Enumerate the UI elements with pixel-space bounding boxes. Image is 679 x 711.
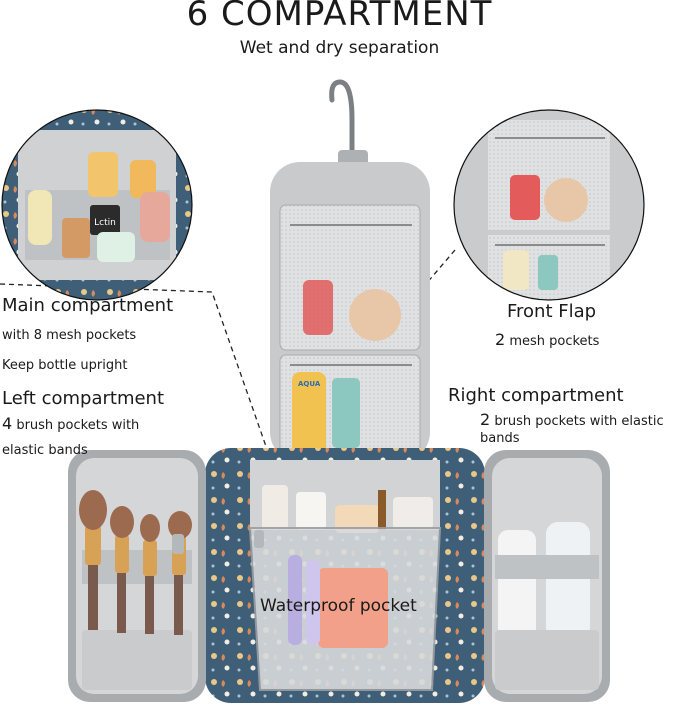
right-compartment-heading: Right compartment: [448, 385, 624, 406]
hanger-hook: [329, 79, 355, 163]
waterproof-pocket-label: Waterproof pocket: [260, 596, 417, 616]
front-flap-detail: 2 mesh pockets: [495, 330, 600, 349]
main-compartment-zoom: Lctin: [1, 109, 193, 301]
page-title: 6 COMPARTMENT: [186, 0, 493, 34]
left-compartment-heading: Left compartment: [2, 388, 165, 409]
left-compartment-note: elastic bands: [2, 443, 88, 458]
bag-body: [205, 448, 485, 703]
upper-flap: [270, 162, 430, 462]
front-flap-heading: Front Flap: [507, 301, 597, 322]
bottle-label: AQUA: [298, 380, 321, 388]
page-subtitle: Wet and dry separation: [239, 38, 440, 58]
jar-label: Lctin: [94, 218, 116, 228]
right-compartment-note: bands: [480, 431, 520, 446]
left-compartment-detail: 4 brush pockets with: [2, 414, 140, 433]
front-flap-zoom: [453, 109, 645, 301]
leader-main: [0, 283, 291, 516]
left-compartment-panel: [68, 450, 206, 702]
zipper-pull-icon: [254, 530, 264, 548]
main-compartment-note: Keep bottle upright: [2, 358, 128, 373]
right-compartment-panel: [484, 450, 610, 702]
main-compartment-detail: with 8 mesh pockets: [2, 328, 137, 343]
main-compartment-heading: Main compartment: [2, 295, 174, 316]
right-compartment-detail: 2 brush pockets with elastic: [480, 410, 664, 429]
zipper-pull-icon: [172, 534, 184, 554]
